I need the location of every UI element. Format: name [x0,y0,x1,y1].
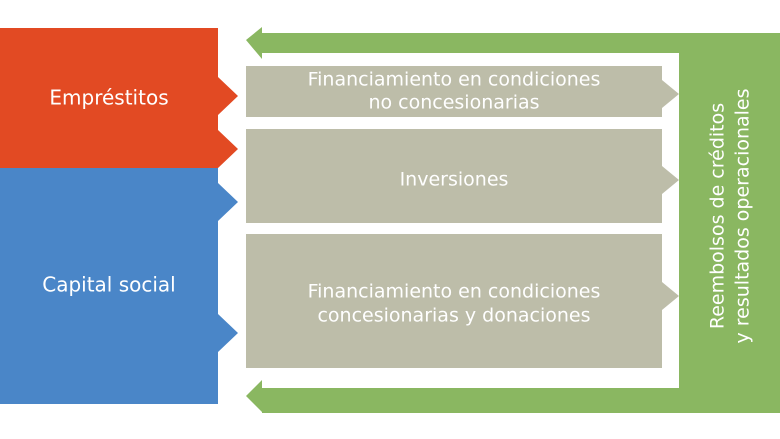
returns-label-line1: Reembolsos de créditos [707,103,729,329]
use-no-concesional-label-line2: no concesionarias [368,92,539,114]
return-arrow-bottom [246,380,780,413]
returns-label-line2: y resultados operacionales [732,88,754,343]
use-inversiones-label: Inversiones [400,169,509,191]
use-concesional-label-line1: Financiamiento en condiciones [308,281,601,303]
use-no-concesional-block [246,66,679,117]
return-arrow-top [246,27,780,59]
source-emprestitos-block [0,28,238,168]
use-concesional-block [246,234,679,368]
use-no-concesional-label-line1: Financiamiento en condiciones [308,69,601,91]
use-concesional-label-line2: concesionarias y donaciones [317,305,590,327]
use-inversiones-block [246,129,679,223]
returns-label: Reembolsos de créditos y resultados oper… [707,88,754,343]
return-column [679,33,780,413]
source-emprestitos-label: Empréstitos [49,86,168,110]
source-capital-social-block [0,168,238,404]
source-capital-social-label: Capital social [42,273,176,297]
